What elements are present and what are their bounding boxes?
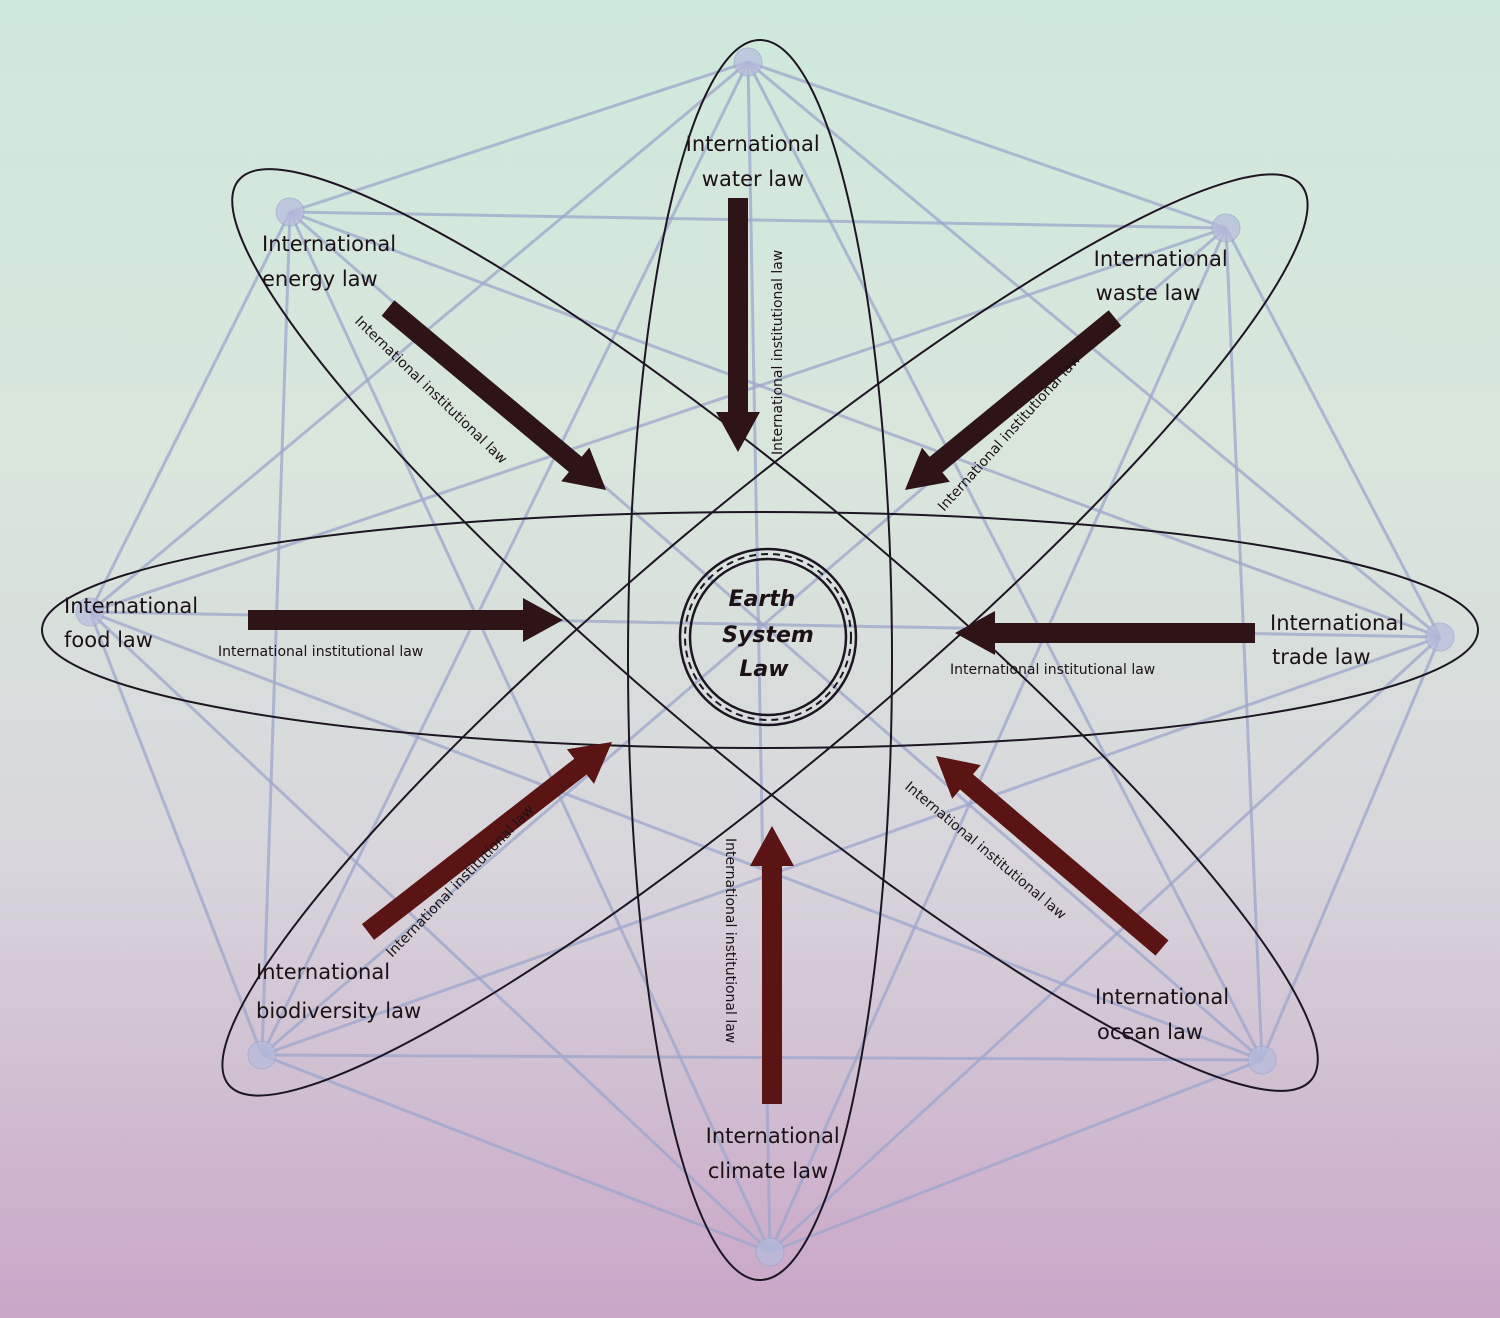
label-trade-line-1: International xyxy=(1270,611,1404,635)
arrow-energy xyxy=(381,300,606,490)
mesh-line-water-biodiversity xyxy=(260,61,750,1056)
mesh-line-waste-trade xyxy=(1224,227,1442,638)
mesh-line-ocean-food xyxy=(89,610,1263,1062)
label-food-line-1: International xyxy=(64,594,198,618)
label-food-line-2: food law xyxy=(64,628,153,652)
arrow-waste xyxy=(905,310,1122,490)
mesh-line-food-energy xyxy=(88,211,292,613)
label-biodiversity: International biodiversity law xyxy=(256,960,421,1023)
label-water-line-1: International xyxy=(686,132,820,156)
label-energy: International energy law xyxy=(262,232,403,291)
label-climate: International climate law xyxy=(706,1124,847,1183)
label-waste-line-1: International xyxy=(1094,247,1228,271)
mesh-node-energy xyxy=(275,197,305,227)
petal-water-climate xyxy=(627,39,893,1281)
petal-ellipses xyxy=(41,39,1479,1281)
center-label-line-3: Law xyxy=(739,657,789,682)
mesh-node-ocean xyxy=(1247,1045,1277,1075)
label-ocean-line-1: International xyxy=(1095,985,1229,1009)
label-climate-line-2: climate law xyxy=(708,1159,828,1183)
label-food: International food law xyxy=(64,594,205,652)
center-label: Earth System Law xyxy=(722,587,814,682)
mesh-line-water-energy xyxy=(289,60,749,214)
petal-food-trade xyxy=(41,511,1479,749)
arrow-label-biodiversity: International institutional law xyxy=(383,802,537,961)
label-biodiversity-line-2: biodiversity law xyxy=(256,999,421,1023)
mesh-line-biodiversity-energy xyxy=(260,211,292,1056)
mesh-node-trade xyxy=(1425,622,1455,652)
arrow-label-trade: International institutional law xyxy=(950,662,1155,678)
mesh-line-trade-energy xyxy=(289,210,1441,639)
label-ocean-line-2: ocean law xyxy=(1097,1020,1203,1044)
mesh-line-waste-climate xyxy=(768,227,1228,1253)
mesh-line-climate-biodiversity xyxy=(261,1053,771,1254)
center-label-line-1: Earth xyxy=(729,587,796,612)
label-climate-line-1: International xyxy=(706,1124,840,1148)
label-biodiversity-line-1: International xyxy=(256,960,390,984)
mesh-line-waste-energy xyxy=(289,210,1227,230)
label-water: International water law xyxy=(686,132,827,191)
arrows xyxy=(248,198,1255,1104)
arrow-climate xyxy=(750,826,794,1104)
mesh-line-waste-food xyxy=(89,226,1227,614)
petal-waste-biodiversity xyxy=(221,173,1309,1097)
mesh-line-climate-energy xyxy=(288,211,772,1253)
mesh-line-trade-climate xyxy=(768,635,1442,1254)
arrow-label-waste: International institutional law xyxy=(935,351,1084,514)
arrow-ocean xyxy=(936,756,1169,956)
mesh-node-biodiversity xyxy=(247,1040,277,1070)
arrow-food xyxy=(248,598,563,642)
mesh-node-waste xyxy=(1211,213,1241,243)
arrow-water xyxy=(716,198,760,452)
domain-labels: International water law International wa… xyxy=(64,132,1411,1183)
mesh-line-water-waste xyxy=(747,60,1227,230)
label-water-line-2: water law xyxy=(702,167,804,191)
arrow-trade xyxy=(955,611,1255,655)
mesh-node-food xyxy=(75,597,105,627)
arrow-biodiversity xyxy=(361,742,612,940)
mesh-line-trade-ocean xyxy=(1260,636,1442,1061)
mesh-line-biodiversity-food xyxy=(88,611,264,1056)
arrow-label-climate: International institutional law xyxy=(722,838,738,1043)
label-waste-line-2: waste law xyxy=(1096,281,1201,305)
mesh-line-climate-food xyxy=(88,610,772,1254)
label-ocean: International ocean law xyxy=(1095,985,1236,1044)
label-waste: International waste law xyxy=(1094,247,1235,305)
arrow-label-food: International institutional law xyxy=(218,644,423,660)
petal-energy-ocean xyxy=(231,168,1319,1092)
label-energy-line-2: energy law xyxy=(262,267,378,291)
label-trade: International trade law xyxy=(1270,611,1411,669)
arrow-label-water: International institutional law xyxy=(770,250,786,455)
mesh-line-waste-ocean xyxy=(1224,227,1264,1061)
mesh-line-water-ocean xyxy=(746,61,1264,1061)
mesh-line-ocean-climate xyxy=(769,1058,1263,1254)
mesh-node-water xyxy=(733,47,763,77)
center-label-line-2: System xyxy=(722,623,814,648)
arrow-labels: International institutional law Internat… xyxy=(218,250,1155,1044)
mesh-node-climate xyxy=(755,1237,785,1267)
mesh-line-trade-biodiversity xyxy=(261,635,1441,1057)
label-energy-line-1: International xyxy=(262,232,396,256)
center-ring xyxy=(678,547,858,727)
mesh-line-water-trade xyxy=(747,60,1441,639)
label-trade-line-2: trade law xyxy=(1272,645,1371,669)
